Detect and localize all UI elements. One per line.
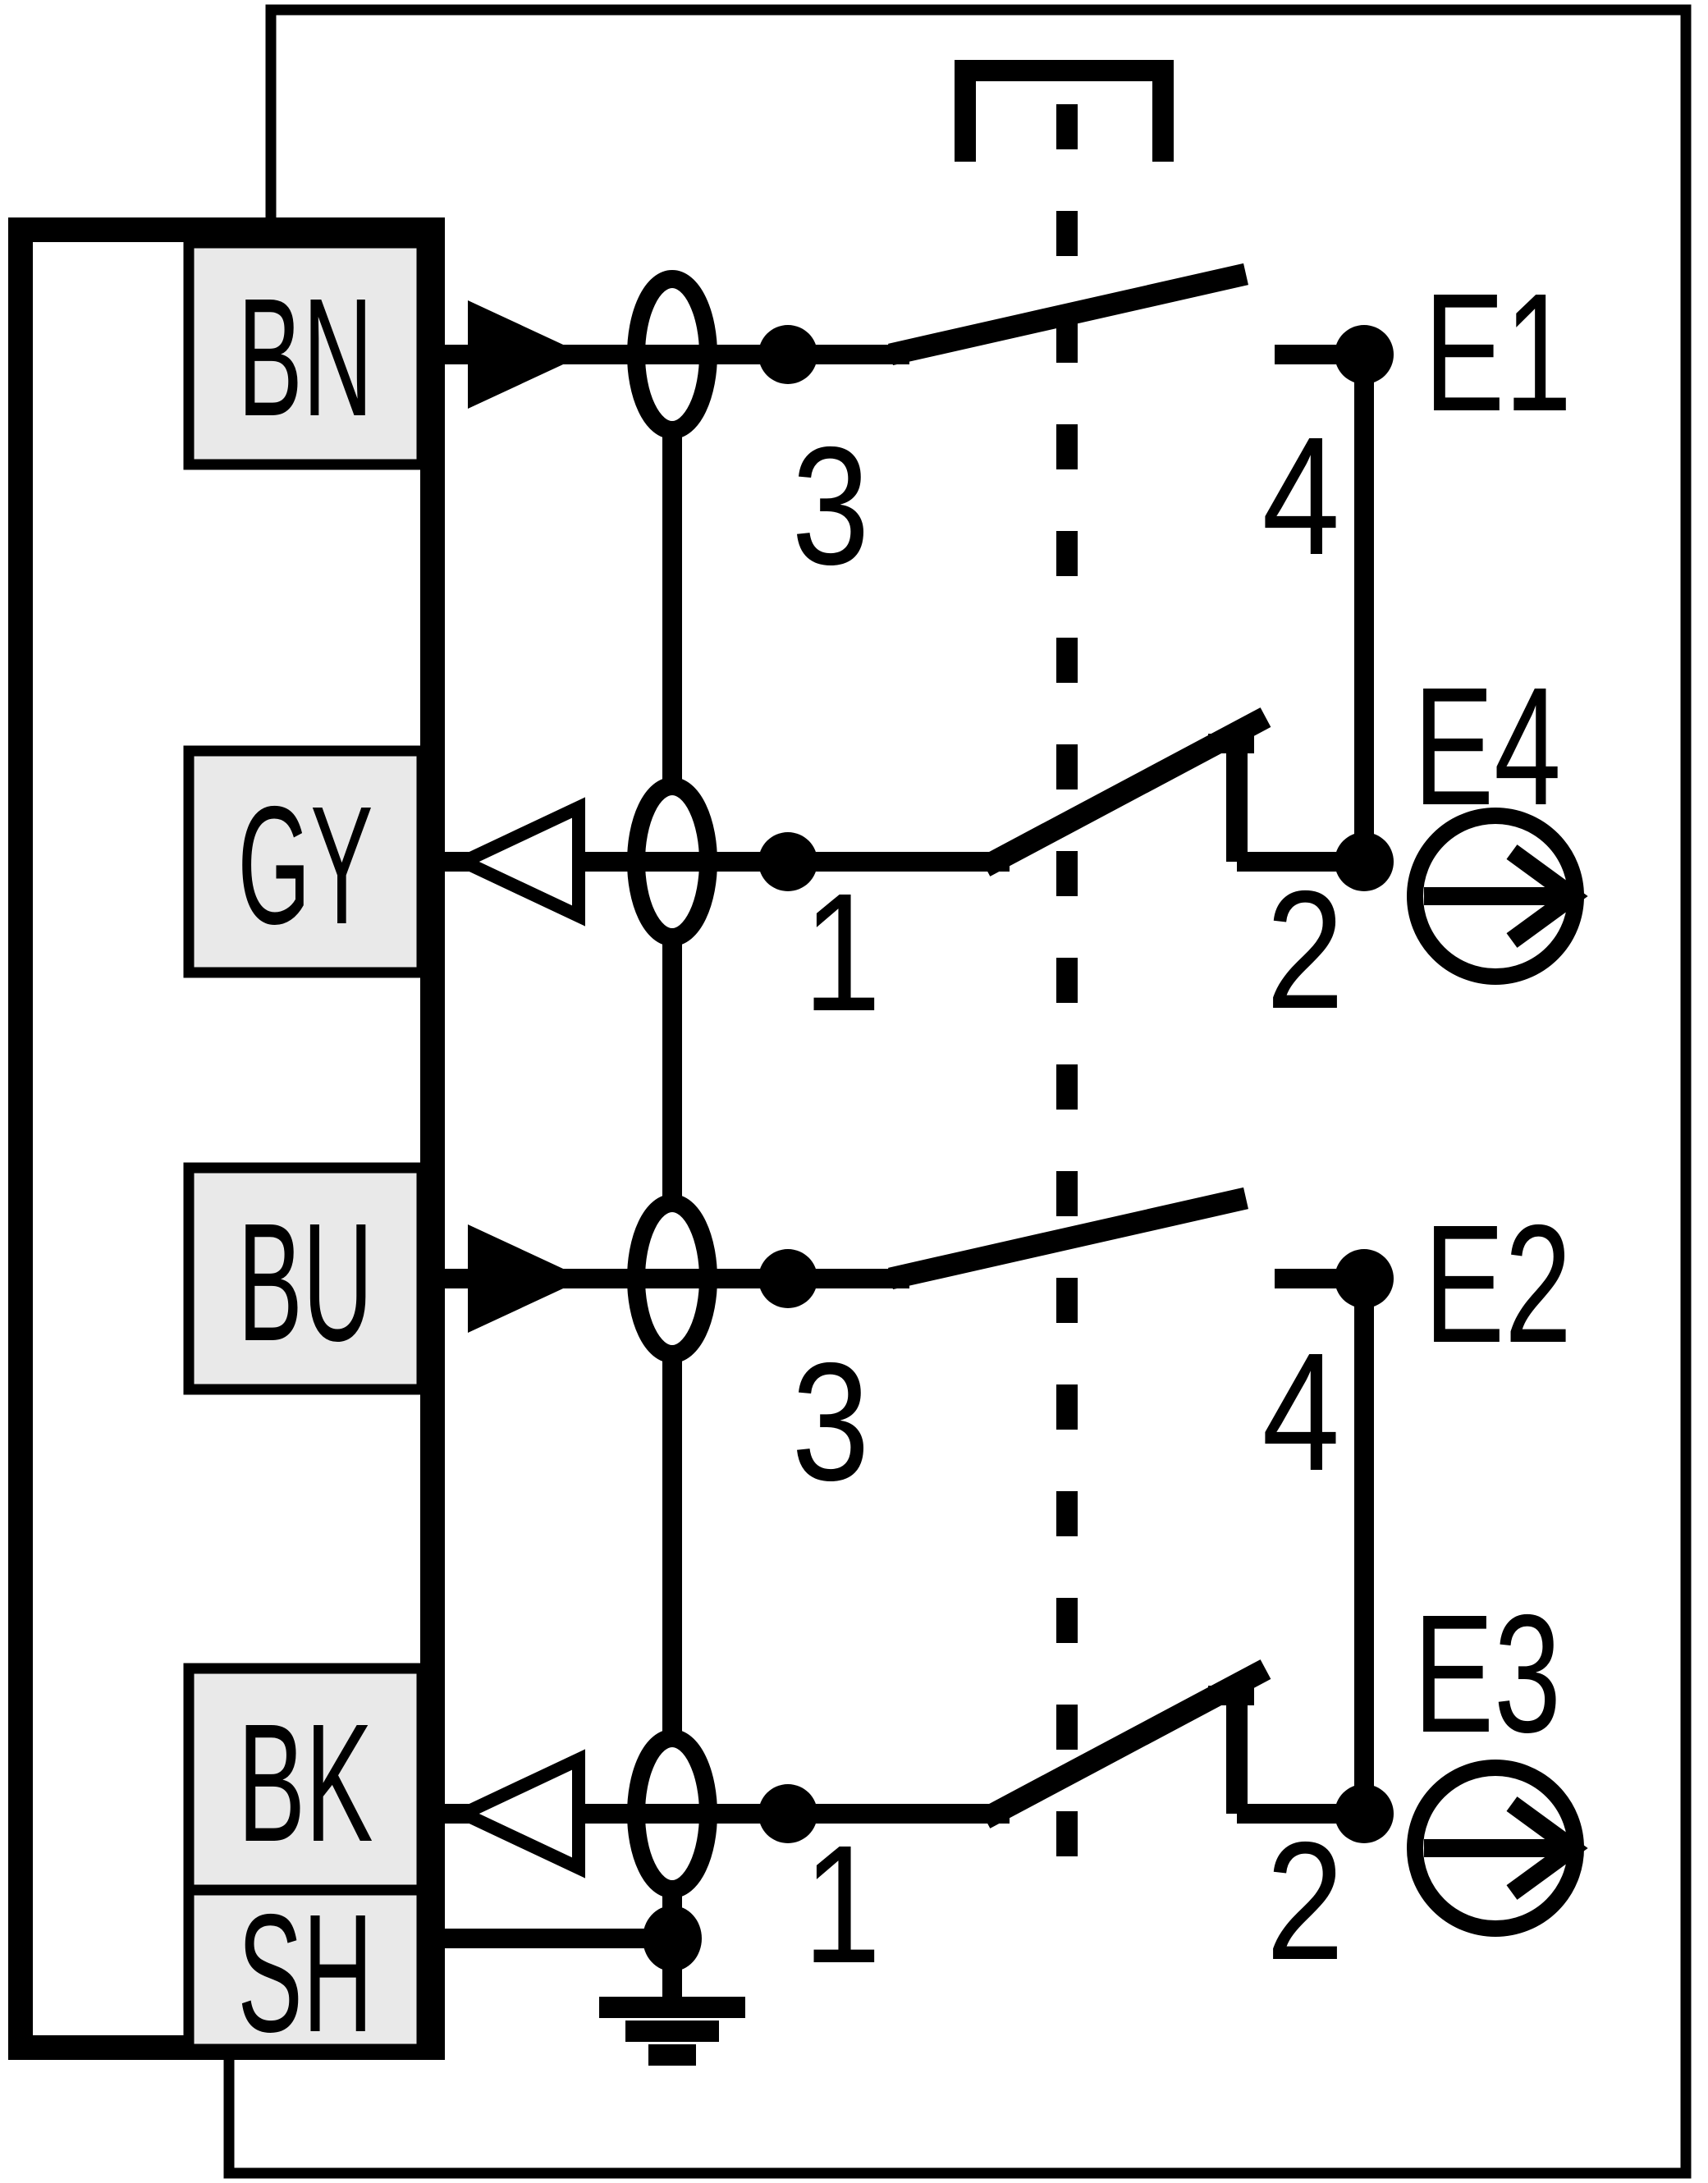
output-arrow-icon-bn <box>468 300 584 409</box>
switch-blade-3 <box>888 1187 1248 1290</box>
pin-label-sh: SH <box>238 1879 373 2067</box>
input-arrow-icon-bk <box>448 1749 585 1879</box>
pin-label-bu: BU <box>238 1188 373 1376</box>
terminal-label-e1: E1 <box>1424 259 1572 446</box>
terminal-dot-e3 <box>1335 1784 1394 1843</box>
pin-label-gy: GY <box>238 771 373 959</box>
contact-number-row2-right: 2 <box>1266 856 1344 1044</box>
switch-blade-1 <box>888 263 1248 366</box>
actuation-direction-icon-2 <box>1407 1760 1588 1937</box>
contact-number-row4-right: 2 <box>1266 1807 1344 1995</box>
input-arrow-icon-gy <box>448 797 585 927</box>
contact-number-row3-right: 4 <box>1262 1318 1340 1506</box>
output-arrow-icon-bu <box>468 1224 584 1333</box>
ground-icon <box>599 1938 745 2066</box>
pin-box-bu <box>183 1162 428 1395</box>
terminal-label-e3: E3 <box>1413 1580 1561 1768</box>
contact-number-row4-left: 1 <box>804 1810 881 1998</box>
pin-box-sh <box>183 1884 428 2055</box>
contact-dot-3-row1 <box>758 325 817 384</box>
pin-box-gy <box>183 745 428 978</box>
pin-label-bn: BN <box>238 263 373 451</box>
terminal-label-e2: E2 <box>1424 1190 1572 1378</box>
actuator-bracket-icon <box>955 60 1174 162</box>
contact-number-row1-left: 3 <box>792 412 870 600</box>
contact-dot-1-row2 <box>758 832 817 891</box>
contact-number-row1-right: 4 <box>1262 402 1340 590</box>
device-frame <box>223 4 1692 2179</box>
pin-label-bk: BK <box>238 1689 373 1877</box>
contact-dot-3-row3 <box>758 1249 817 1308</box>
actuation-direction-icon-1 <box>1407 808 1588 985</box>
terminal-dot-e1 <box>1335 325 1394 384</box>
terminal-label-e4: E4 <box>1413 652 1561 840</box>
terminal-dot-e2 <box>1335 1249 1394 1308</box>
terminal-dot-e4 <box>1335 832 1394 891</box>
contact-number-row2-left: 1 <box>804 858 881 1046</box>
contact-number-row3-left: 3 <box>792 1328 870 1516</box>
contact-dot-1-row4 <box>758 1784 817 1843</box>
pin-box-bn <box>183 237 428 470</box>
